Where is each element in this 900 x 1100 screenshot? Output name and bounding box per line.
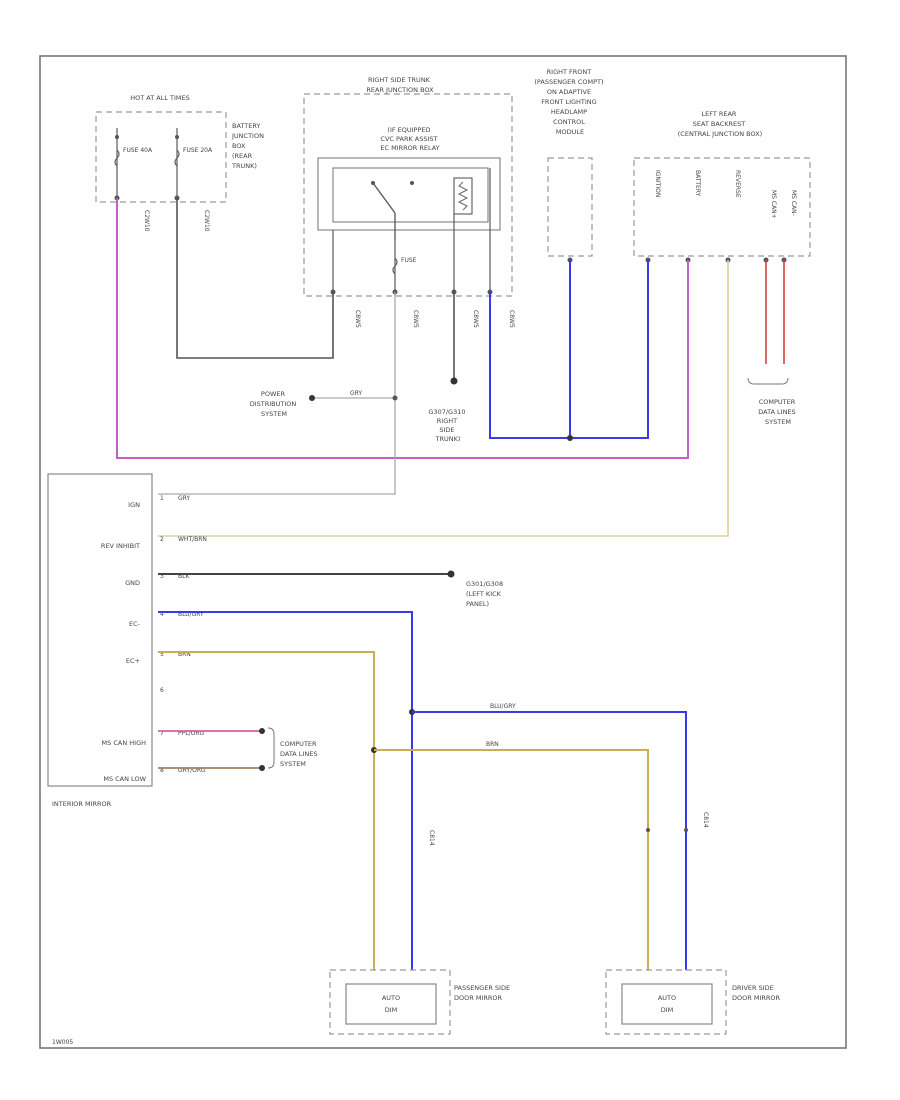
svg-text:AUTO: AUTO [658, 994, 676, 1002]
svg-text:FUSE 20A: FUSE 20A [183, 147, 213, 154]
battery-junction-box [95, 111, 227, 203]
svg-text:WHT/BRN: WHT/BRN [178, 536, 207, 543]
hot-at-all-times-label: HOT AT ALL TIMES [130, 94, 190, 102]
mirror-pin-ign: IGN 1 GRY [128, 495, 190, 509]
central-junction-box [633, 157, 811, 257]
mirror-pin-ms-can-high: MS CAN HIGH 7 PPL/ORG [102, 730, 205, 747]
svg-text:EC+: EC+ [126, 657, 140, 665]
ground-point-left [447, 570, 455, 578]
interior-mirror-box [47, 473, 153, 787]
svg-text:FUSE 40A: FUSE 40A [123, 147, 153, 154]
computer-data-mid-label: COMPUTER DATA LINES SYSTEM [280, 740, 320, 768]
passenger-door-mirror [329, 969, 451, 1035]
mirror-pin-ms-can-low: MS CAN LOW 8 GRY/ORG [103, 767, 206, 783]
svg-text:EC-: EC- [129, 620, 141, 628]
svg-text:3: 3 [160, 573, 164, 580]
svg-text:REVERSE: REVERSE [734, 170, 741, 198]
svg-text:C8W5: C8W5 [508, 310, 515, 328]
svg-text:4: 4 [160, 611, 164, 618]
svg-text:GRY/ORG: GRY/ORG [178, 767, 206, 774]
diagram-frame [39, 55, 847, 1049]
left-rear-label: LEFT REAR SEAT BACKREST (CENTRAL JUNCTIO… [678, 110, 762, 138]
wire-gray-ign [158, 292, 396, 495]
svg-text:IGNITION: IGNITION [654, 170, 661, 197]
svg-text:IGN: IGN [128, 501, 140, 509]
svg-text:MS CAN HIGH: MS CAN HIGH [102, 739, 147, 747]
svg-text:BLU/GRY: BLU/GRY [490, 703, 516, 710]
svg-text:C814: C814 [702, 812, 709, 828]
svg-text:BLU/GRY: BLU/GRY [178, 611, 204, 618]
svg-text:C2W10: C2W10 [143, 210, 150, 232]
mirror-pin-ec-plus: EC+ 5 BRN [126, 651, 191, 665]
svg-text:DIM: DIM [661, 1006, 674, 1014]
driver-auto-dim [621, 983, 713, 1025]
mirror-pin-6: 6 [160, 687, 164, 694]
svg-text:MS CAN LOW: MS CAN LOW [103, 775, 146, 783]
driver-door-mirror [605, 969, 727, 1035]
fuse-relay: FUSE [392, 240, 417, 296]
svg-text:C2W10: C2W10 [203, 210, 210, 232]
interior-mirror-label: INTERIOR MIRROR [52, 800, 112, 808]
ground-left-label: G301/G308 (LEFT KICK PANEL) [466, 580, 505, 608]
svg-text:MS CAN+: MS CAN+ [770, 190, 777, 219]
mirror-pin-rev-inhibit: REV INHIBIT 2 WHT/BRN [101, 536, 207, 550]
wire-ec-minus-driver [412, 711, 687, 970]
svg-text:6: 6 [160, 687, 164, 694]
svg-text:8: 8 [160, 767, 164, 774]
wire-ec-minus [158, 611, 413, 970]
mirror-pin-ec-minus: EC- 4 BLU/GRY [129, 611, 204, 628]
wire-pink-battery [116, 198, 689, 459]
svg-text:PPL/ORG: PPL/ORG [178, 730, 204, 737]
fuse-20a: FUSE 20A [174, 128, 213, 196]
svg-text:BRN: BRN [178, 651, 191, 658]
svg-text:7: 7 [160, 730, 164, 737]
relay-switch [371, 181, 414, 240]
svg-text:GRY: GRY [350, 390, 362, 397]
wire-gray-fuse [176, 198, 334, 359]
svg-text:5: 5 [160, 651, 164, 658]
fuse-40a: FUSE 40A [114, 128, 153, 196]
driver-mirror-label: DRIVER SIDE DOOR MIRROR [732, 984, 780, 1002]
svg-text:C8W5: C8W5 [354, 310, 361, 328]
wire-ec-plus [158, 651, 375, 970]
svg-text:FUSE: FUSE [401, 257, 417, 264]
svg-text:C8W5: C8W5 [472, 310, 479, 328]
relay-coil [453, 177, 473, 215]
svg-text:1: 1 [160, 495, 164, 502]
svg-text:BRN: BRN [486, 741, 499, 748]
wire-reverse [158, 260, 729, 537]
svg-text:2: 2 [160, 536, 164, 543]
svg-text:BATTERY: BATTERY [694, 170, 701, 197]
svg-text:GND: GND [125, 579, 140, 587]
svg-text:BLK: BLK [178, 573, 190, 580]
right-trunk-box-label: RIGHT SIDE TRUNK REAR JUNCTION BOX [366, 76, 434, 94]
battery-junction-label: BATTERY JUNCTION BOX (REAR TRUNK) [231, 122, 266, 170]
front-control-label: RIGHT FRONT (PASSENGER COMPT) ON ADAPTIV… [534, 68, 605, 136]
ec-mirror-relay [317, 157, 501, 231]
passenger-mirror-label: PASSENGER SIDE DOOR MIRROR [454, 984, 512, 1002]
svg-text:MS CAN-: MS CAN- [790, 190, 797, 216]
power-distribution-label: POWER DISTRIBUTION SYSTEM [250, 390, 299, 418]
svg-text:REV INHIBIT: REV INHIBIT [101, 542, 140, 550]
computer-data-top-label: COMPUTER DATA LINES SYSTEM [758, 398, 798, 426]
svg-text:C8W5: C8W5 [412, 310, 419, 328]
headlamp-control-module [547, 157, 593, 257]
right-trunk-junction-box [303, 93, 513, 297]
svg-text:C814: C814 [428, 830, 435, 846]
passenger-auto-dim [345, 983, 437, 1025]
footer-code: 1W005 [52, 1039, 73, 1046]
relay-title: (IF EQUIPPED CVC PARK ASSIST EC MIRROR R… [380, 126, 439, 152]
wire-ec-plus-driver [374, 749, 649, 970]
svg-text:GRY: GRY [178, 495, 190, 502]
svg-text:AUTO: AUTO [382, 994, 400, 1002]
svg-text:DIM: DIM [385, 1006, 398, 1014]
mirror-pin-gnd: GND 3 BLK [125, 573, 190, 587]
ground-right-label: G307/G310 RIGHT SIDE TRUNK) [428, 408, 467, 443]
ground-point-right [450, 377, 458, 385]
